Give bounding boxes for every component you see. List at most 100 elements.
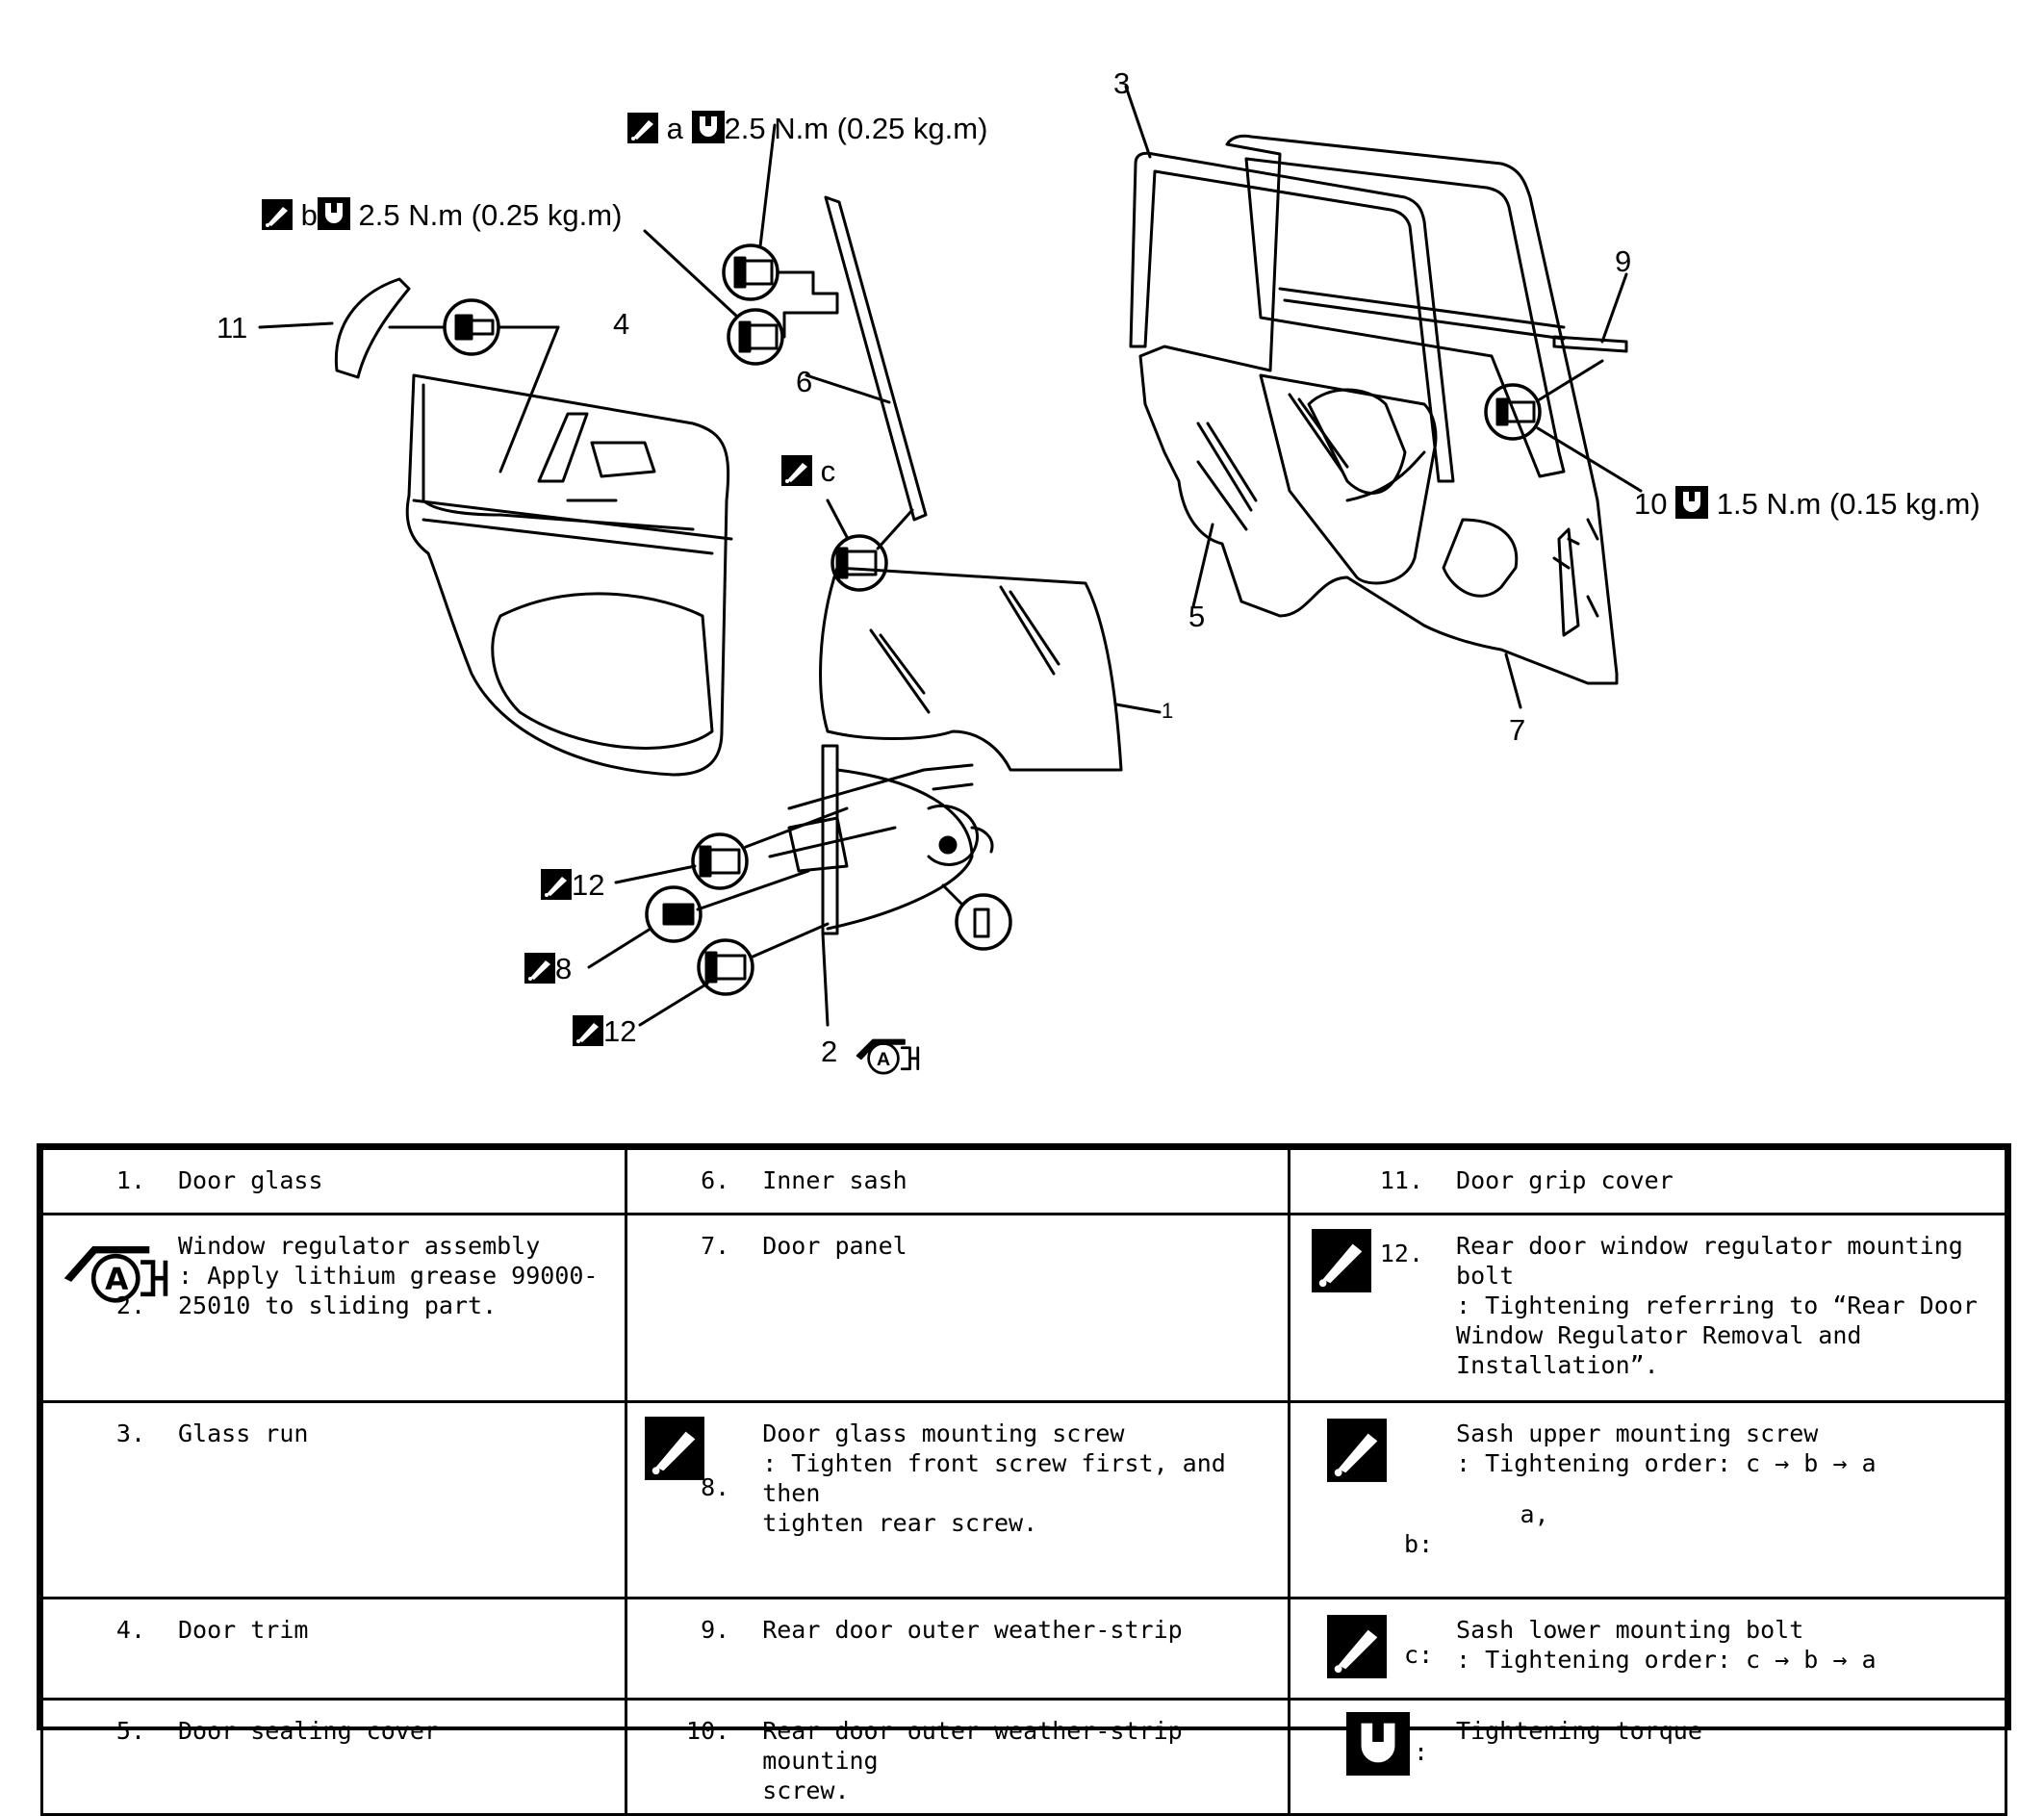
legend-number: 6.	[701, 1166, 730, 1194]
legend-number-wrap: 8.	[627, 1417, 762, 1538]
callout-11: 11	[217, 311, 248, 345]
legend-title: Sash upper mounting screw	[1456, 1420, 1819, 1447]
thread-lock-icon	[1327, 1615, 1388, 1678]
callout-10-number: 10	[1634, 487, 1668, 521]
callout-12b-number: 12	[603, 1014, 637, 1048]
callout-a-letter: a	[666, 112, 683, 145]
legend-note: : Apply lithium grease 99000- 25010 to s…	[178, 1262, 599, 1319]
callout-6: 6	[796, 365, 813, 398]
callout-12a-number: 12	[572, 868, 605, 902]
regulator-bolts	[587, 806, 849, 1027]
grease-icon-diagram: A	[856, 1038, 920, 1075]
callout-c-letter: c	[820, 454, 836, 488]
callout-5: 5	[1188, 600, 1206, 633]
legend-cell: 4. Door trim	[39, 1597, 628, 1701]
legend-note: : Tightening order: c → b → a	[1456, 1646, 1877, 1674]
legend-number: 4.	[115, 1616, 145, 1644]
legend-title: Sash lower mounting bolt	[1456, 1616, 1804, 1644]
sash-upper-screws	[643, 123, 839, 366]
legend-cell: A 2. Window regulator assembly: Apply li…	[39, 1213, 628, 1403]
svg-text:A: A	[105, 1262, 129, 1296]
callout-10: 10 1.5 N.m (0.15 kg.m)	[1634, 486, 1980, 521]
callout-12-upper: 12	[541, 869, 604, 902]
legend-note: : Tighten front screw first, and then ti…	[762, 1449, 1226, 1537]
legend-number: c:	[1404, 1641, 1434, 1669]
legend-cell: : Tightening torque	[1288, 1698, 2007, 1816]
legend-number: 10.	[686, 1717, 730, 1745]
callout-2: 2	[821, 1035, 838, 1068]
torque-wrench-icon	[691, 111, 725, 143]
legend-cell: 12. Rear door window regulator mounting …	[1288, 1213, 2007, 1403]
diagram-drawing: A	[258, 85, 1643, 1075]
legend-cell: a, b: Sash upper mounting screw: Tighten…	[1288, 1400, 2007, 1599]
callout-a-torque: 2.5 N.m (0.25 kg.m)	[724, 112, 988, 145]
legend-number: :	[1414, 1738, 1429, 1766]
legend-title: Rear door window regulator mounting bolt	[1456, 1232, 1963, 1290]
callout-1: 1	[1162, 699, 1174, 723]
legend-cell: 8. Door glass mounting screw: Tighten fr…	[625, 1400, 1291, 1599]
torque-wrench-icon	[1346, 1712, 1411, 1776]
legend-cell: 11. Door grip cover	[1288, 1147, 2007, 1215]
legend-number-wrap: 12.	[1290, 1229, 1456, 1380]
torque-wrench-icon	[1675, 486, 1709, 519]
callout-a: a 2.5 N.m (0.25 kg.m)	[627, 111, 987, 145]
legend-title: Window regulator assembly	[178, 1232, 541, 1260]
torque-wrench-icon	[317, 197, 350, 230]
door-grip-cover-part	[258, 277, 411, 379]
legend-title: Rear door outer weather-strip	[762, 1616, 1183, 1644]
legend-note: : Tightening order: c → b → a	[1456, 1449, 1877, 1477]
legend-cell: 5. Door sealing cover	[39, 1698, 628, 1816]
callout-12-lower: 12	[573, 1015, 636, 1048]
grease-icon: A	[64, 1246, 168, 1303]
legend-table: 1. Door glass 6.Inner sash 11. Door grip c…	[39, 1147, 2007, 1816]
legend-number: 3.	[115, 1420, 145, 1447]
outer-weather-strip	[1552, 272, 1628, 353]
legend-number: a, b:	[1404, 1500, 1549, 1558]
legend-title: Door panel	[762, 1232, 907, 1260]
callout-7: 7	[1509, 713, 1526, 747]
thread-lock-icon	[645, 1417, 705, 1480]
thread-lock-icon	[573, 1015, 603, 1046]
legend-cell: 1. Door glass	[39, 1147, 628, 1215]
thread-lock-icon	[1312, 1229, 1372, 1292]
legend-cell: 3.Glass run	[39, 1400, 628, 1599]
legend-number-wrap: c:	[1290, 1615, 1456, 1678]
legend-number: 1.	[115, 1166, 145, 1194]
legend-cell: 6.Inner sash	[625, 1147, 1291, 1215]
regulator-connector	[941, 883, 1012, 951]
thread-lock-icon	[1327, 1419, 1388, 1482]
thread-lock-icon	[781, 455, 812, 486]
callout-b: b 2.5 N.m (0.25 kg.m)	[262, 197, 622, 232]
legend-title: Door grip cover	[1456, 1166, 1674, 1194]
door-glass-part	[819, 566, 1162, 772]
legend-cell: 10. Rear door outer weather-strip mountin…	[625, 1698, 1291, 1816]
legend-cell: 9.Rear door outer weather-strip	[625, 1597, 1291, 1701]
legend-number: 5.	[115, 1717, 145, 1745]
parts-legend: 1. Door glass 6.Inner sash 11. Door grip c…	[37, 1143, 2011, 1816]
window-regulator-part	[768, 744, 994, 1027]
legend-title: Door glass	[178, 1166, 323, 1194]
legend-title: Rear door outer weather-strip mounting s…	[762, 1717, 1183, 1804]
inner-sash-part	[805, 195, 928, 550]
callout-10-torque: 1.5 N.m (0.15 kg.m)	[1716, 487, 1980, 521]
svg-text:A: A	[877, 1049, 890, 1070]
callout-4: 4	[613, 307, 630, 341]
legend-number-wrap: :	[1290, 1712, 1456, 1776]
grip-screw-part	[388, 298, 560, 473]
legend-number-wrap: a, b:	[1290, 1419, 1549, 1589]
legend-number: 8.	[701, 1473, 730, 1501]
callout-b-torque: 2.5 N.m (0.25 kg.m)	[358, 198, 623, 232]
thread-lock-icon	[262, 199, 293, 230]
legend-number: 7.	[701, 1232, 730, 1260]
legend-title: Door sealing cover	[178, 1717, 439, 1745]
callout-8: 8	[524, 953, 572, 985]
legend-note: : Tightening referring to “Rear Door Win…	[1456, 1292, 1978, 1379]
legend-cell: c: Sash lower mounting bolt: Tightening …	[1288, 1597, 2007, 1701]
callout-8-number: 8	[555, 952, 573, 985]
legend-number-wrap: A 2.	[43, 1231, 178, 1320]
legend-title: Door glass mounting screw	[762, 1420, 1125, 1447]
legend-title: Door trim	[178, 1616, 309, 1644]
weather-strip-screw	[1484, 359, 1643, 493]
legend-number: 11.	[1379, 1166, 1424, 1194]
door-panel-part	[1124, 85, 1619, 709]
